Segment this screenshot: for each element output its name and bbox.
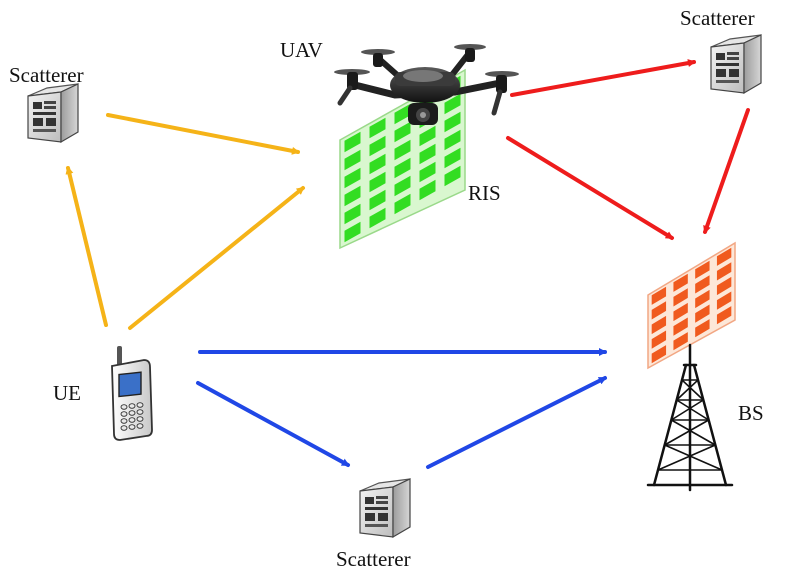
ris-element: [394, 121, 411, 143]
scatterer-left-icon: [27, 83, 79, 143]
ris-element: [369, 189, 386, 211]
ris-element: [444, 147, 461, 169]
bs-antenna-element: [716, 247, 732, 266]
link-scatterer-to-bs: [703, 108, 750, 234]
bs-antenna-element: [651, 301, 667, 320]
ris-element: [344, 221, 361, 243]
drone-icon: [334, 44, 519, 125]
link-scatterer-to-ris: [106, 113, 300, 155]
link-scatterer-bottom-to-bs: [426, 376, 607, 469]
ris-element: [394, 193, 411, 215]
bs-antenna-element: [651, 345, 667, 364]
ris-element: [369, 117, 386, 139]
bs-antenna-element: [695, 275, 710, 294]
orange-links: [65, 113, 305, 330]
ris-element: [344, 131, 361, 153]
ris-element: [344, 149, 361, 171]
ris-element: [444, 93, 461, 115]
bs-antenna-element: [651, 330, 667, 349]
bs-antenna-element: [695, 304, 710, 323]
link-ue-to-ris: [128, 186, 305, 330]
ris-element: [394, 175, 411, 197]
link-ue-to-scatterer: [65, 166, 108, 327]
bs-antenna-element: [716, 306, 732, 325]
mobile-phone-icon: [111, 346, 153, 441]
label-ue: UE: [53, 381, 81, 405]
bs-antenna-element: [716, 276, 732, 296]
scatterer-bottom-icon: [359, 478, 411, 538]
ris-element: [419, 179, 436, 201]
ris-element: [444, 165, 461, 187]
ris-element: [369, 171, 386, 193]
blue-links: [196, 348, 607, 469]
ris-element: [369, 153, 386, 175]
label-ris: RIS: [468, 181, 501, 205]
bs-antenna-element: [673, 317, 688, 336]
ris-element: [394, 139, 411, 161]
ris-element: [419, 161, 436, 183]
bs-antenna-element: [673, 332, 688, 351]
ris-element: [344, 167, 361, 189]
ris-element: [394, 103, 411, 125]
bs-antenna-element: [716, 262, 732, 281]
ris-element: [419, 125, 436, 147]
ris-element: [444, 129, 461, 151]
ris-element: [344, 203, 361, 225]
link-ris-to-scatterer: [510, 59, 696, 97]
ris-element: [419, 143, 436, 165]
link-ue-to-scatterer-bottom: [196, 381, 350, 467]
ris-element: [344, 185, 361, 207]
ris-element: [369, 135, 386, 157]
label-bs: BS: [738, 401, 764, 425]
bs-antenna-element: [695, 260, 710, 279]
label-scatterer-bottom: Scatterer: [336, 547, 411, 571]
bs-antenna-element: [673, 288, 688, 307]
red-links: [506, 59, 750, 240]
ris-element: [394, 157, 411, 179]
bs-antenna-element: [695, 319, 710, 338]
bs-antenna-element: [651, 315, 667, 335]
label-uav: UAV: [280, 38, 323, 62]
label-scatterer-left: Scatterer: [9, 63, 84, 87]
bs-antenna-element: [695, 289, 710, 309]
bs-antenna-element: [651, 286, 667, 305]
link-ris-to-bs: [506, 136, 674, 240]
ris-element: [369, 207, 386, 229]
cell-tower-icon: [646, 343, 734, 492]
label-scatterer-right: Scatterer: [680, 6, 755, 30]
bs-antenna-element: [716, 291, 732, 310]
ris-element: [444, 111, 461, 133]
bs-antenna-element: [673, 273, 688, 292]
scatterer-right-icon: [710, 34, 762, 94]
bs-antenna-element: [673, 302, 688, 322]
bs-panel-icon: [647, 241, 736, 370]
